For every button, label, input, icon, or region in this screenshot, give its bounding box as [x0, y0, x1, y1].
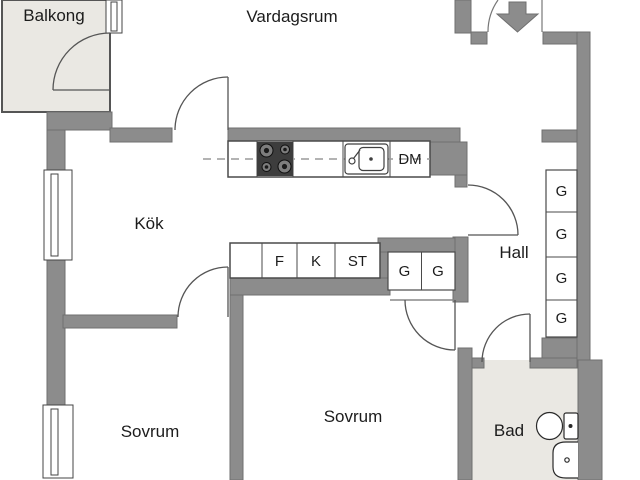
kitchen-hall-door	[467, 184, 519, 236]
room-label-bedroom-left: Sovrum	[120, 422, 180, 441]
room-label-living-room: Vardagsrum	[246, 7, 338, 26]
window-icon	[42, 404, 74, 479]
window-icon	[43, 169, 73, 261]
room-label-balcony: Balkong	[23, 5, 85, 25]
bedroom-left-door	[177, 266, 229, 318]
balcony-floor	[1, 0, 111, 113]
toilet-icon	[535, 411, 579, 441]
label-wardrobe: G	[398, 262, 411, 280]
living-room-door	[174, 76, 229, 131]
wardrobe-pair	[387, 251, 456, 291]
room-label-bathroom: Bad	[493, 421, 525, 440]
label-wardrobe: G	[555, 269, 568, 287]
bathroom-door	[481, 313, 531, 363]
label-wardrobe: G	[432, 262, 444, 280]
entrance-arrow-icon	[495, 1, 540, 33]
label-fridge: K	[310, 252, 321, 270]
washbasin-icon	[552, 441, 578, 479]
balcony-door	[52, 32, 111, 91]
kitchen-cabinets	[229, 242, 381, 279]
window-icon	[105, 0, 123, 34]
label-freezer: F	[274, 252, 285, 270]
bedroom-right-door	[390, 299, 456, 351]
label-dishwasher: DM	[398, 150, 422, 168]
label-wardrobe: G	[555, 182, 568, 200]
room-label-kitchen: Kök	[134, 214, 164, 233]
label-cleaning-closet: ST	[347, 252, 368, 270]
room-label-bedroom-right: Sovrum	[323, 407, 383, 426]
label-wardrobe: G	[555, 309, 568, 327]
entrance-door	[487, 0, 543, 33]
label-wardrobe: G	[555, 225, 568, 243]
room-label-hall: Hall	[499, 243, 529, 262]
kitchen-sink-icon	[344, 143, 389, 175]
stove-icon	[257, 142, 293, 176]
wardrobe-column	[545, 169, 578, 338]
